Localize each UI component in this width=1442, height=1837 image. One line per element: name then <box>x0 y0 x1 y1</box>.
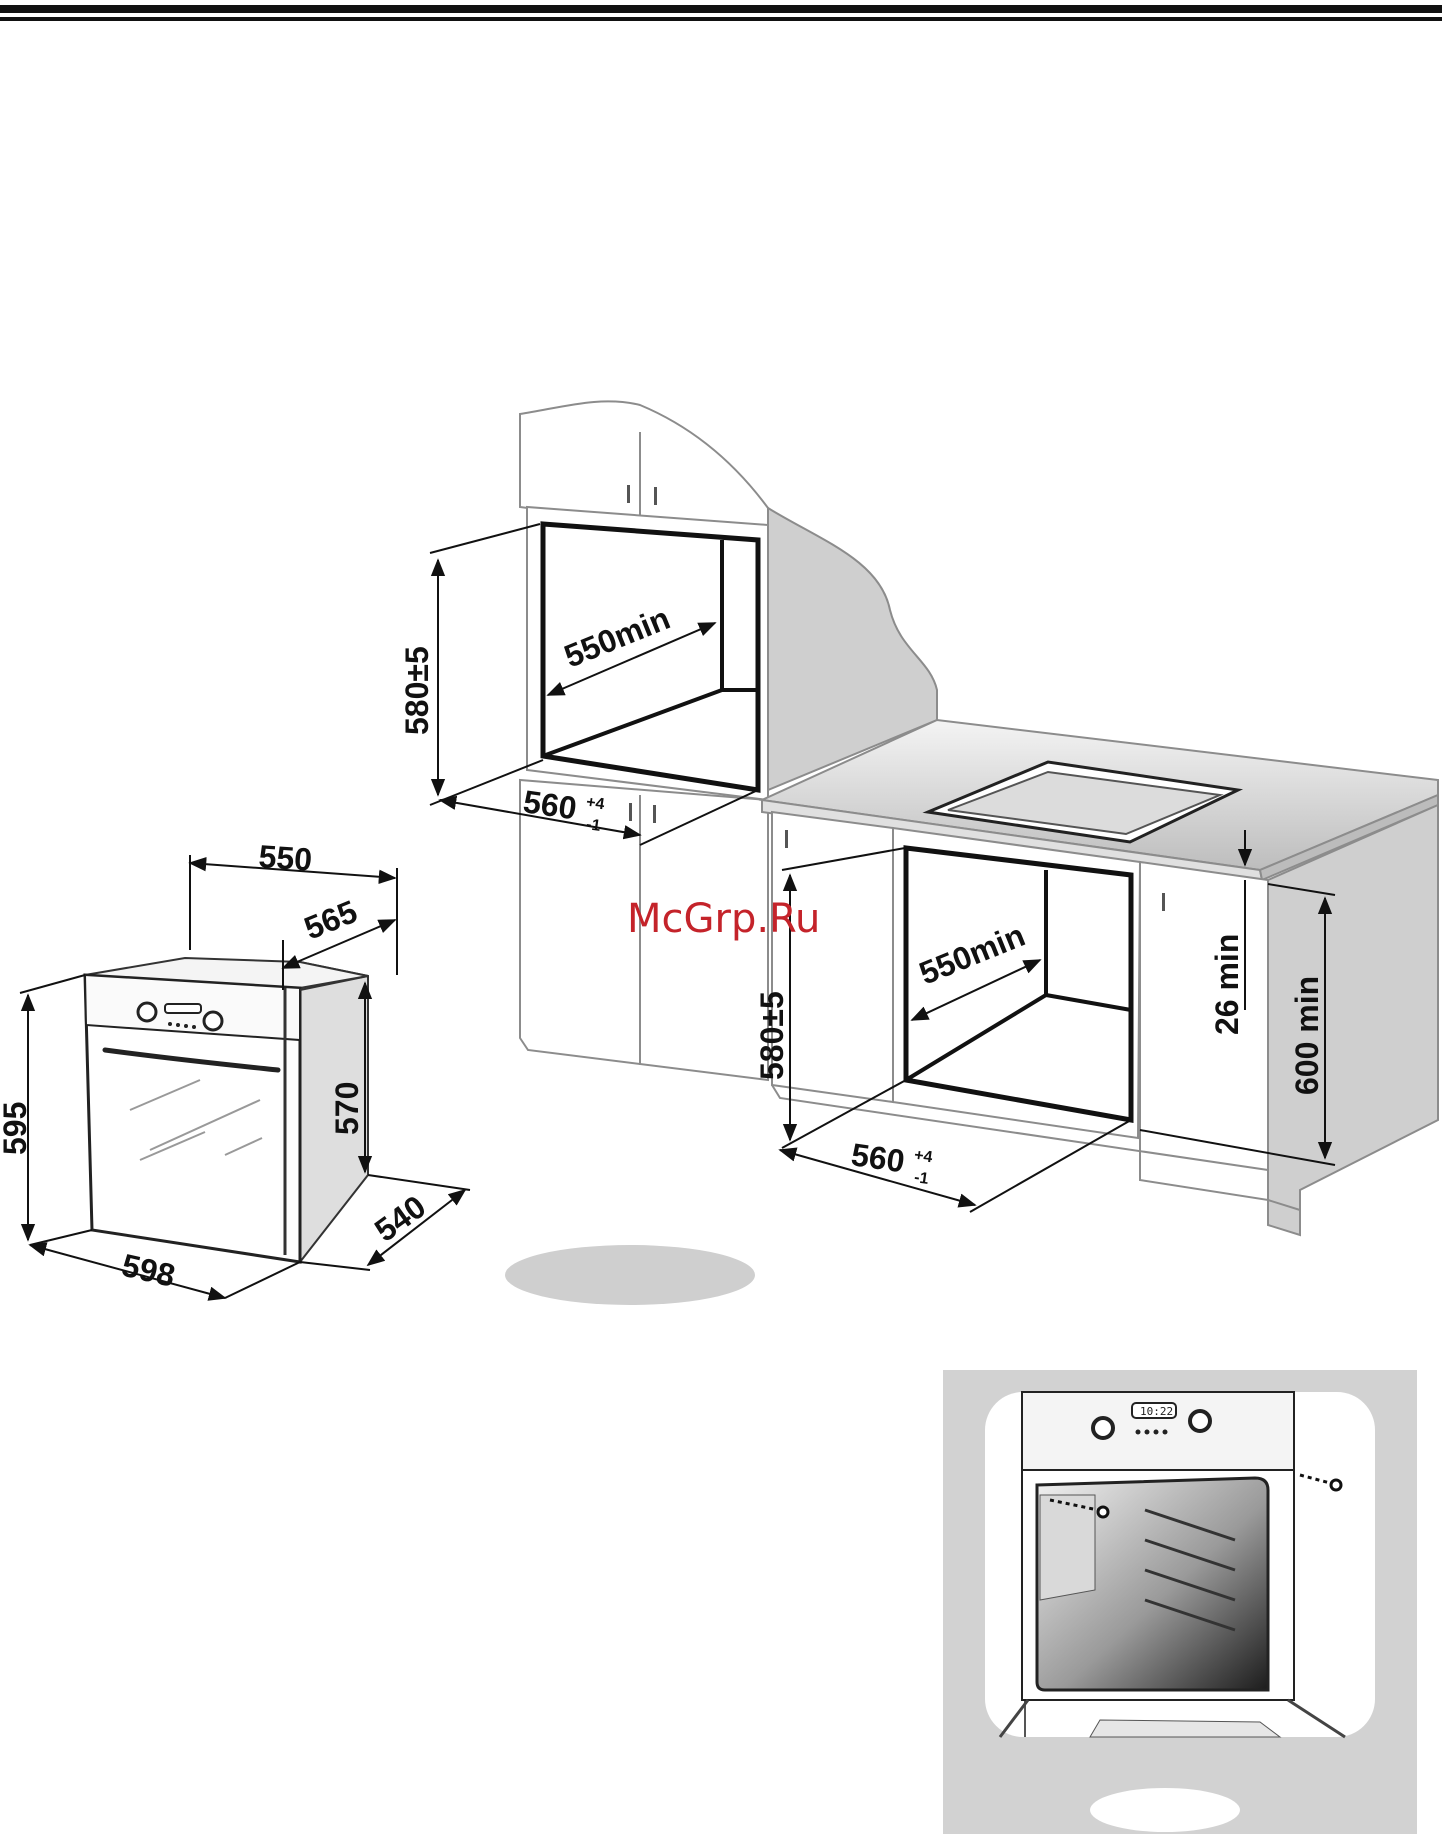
worktop-gap-label: 26 min <box>1209 934 1245 1035</box>
cabinet-depth-label: 600 min <box>1289 976 1325 1095</box>
inset-panel: 10:22 <box>943 1370 1417 1834</box>
column-niche-width-base: 560 <box>521 783 579 826</box>
oven-body-height-label: 570 <box>329 1082 365 1135</box>
undercounter-niche-width-base: 560 <box>849 1136 907 1179</box>
oven-width-label: 598 <box>118 1247 178 1294</box>
column-niche-tol-plus: +4 <box>585 794 606 813</box>
column-niche-height-label: 580±5 <box>399 646 435 735</box>
oven-height-label: 595 <box>0 1102 33 1155</box>
undercounter-niche-height-label: 580±5 <box>754 991 790 1080</box>
oven-top-depth-label: 550 <box>258 838 314 878</box>
oven-illustration <box>85 958 368 1262</box>
undercounter-niche-tol-minus: -1 <box>913 1169 930 1188</box>
watermark: McGrp.Ru <box>627 896 820 942</box>
inset-display-time: 10:22 <box>1140 1405 1173 1418</box>
inset-oven-front: 10:22 <box>1000 1392 1345 1737</box>
column-niche-tol-minus: -1 <box>585 816 602 835</box>
header-rule <box>0 5 1442 21</box>
undercounter-niche-tol-plus: +4 <box>913 1147 934 1166</box>
oven-body-depth-label: 540 <box>368 1188 432 1249</box>
callout-oval-inset <box>1090 1788 1240 1832</box>
kitchen-cabinets <box>520 401 1438 1235</box>
callout-oval-main <box>505 1245 755 1305</box>
undercounter-niche-width-label: 560 +4 -1 <box>848 1122 944 1189</box>
